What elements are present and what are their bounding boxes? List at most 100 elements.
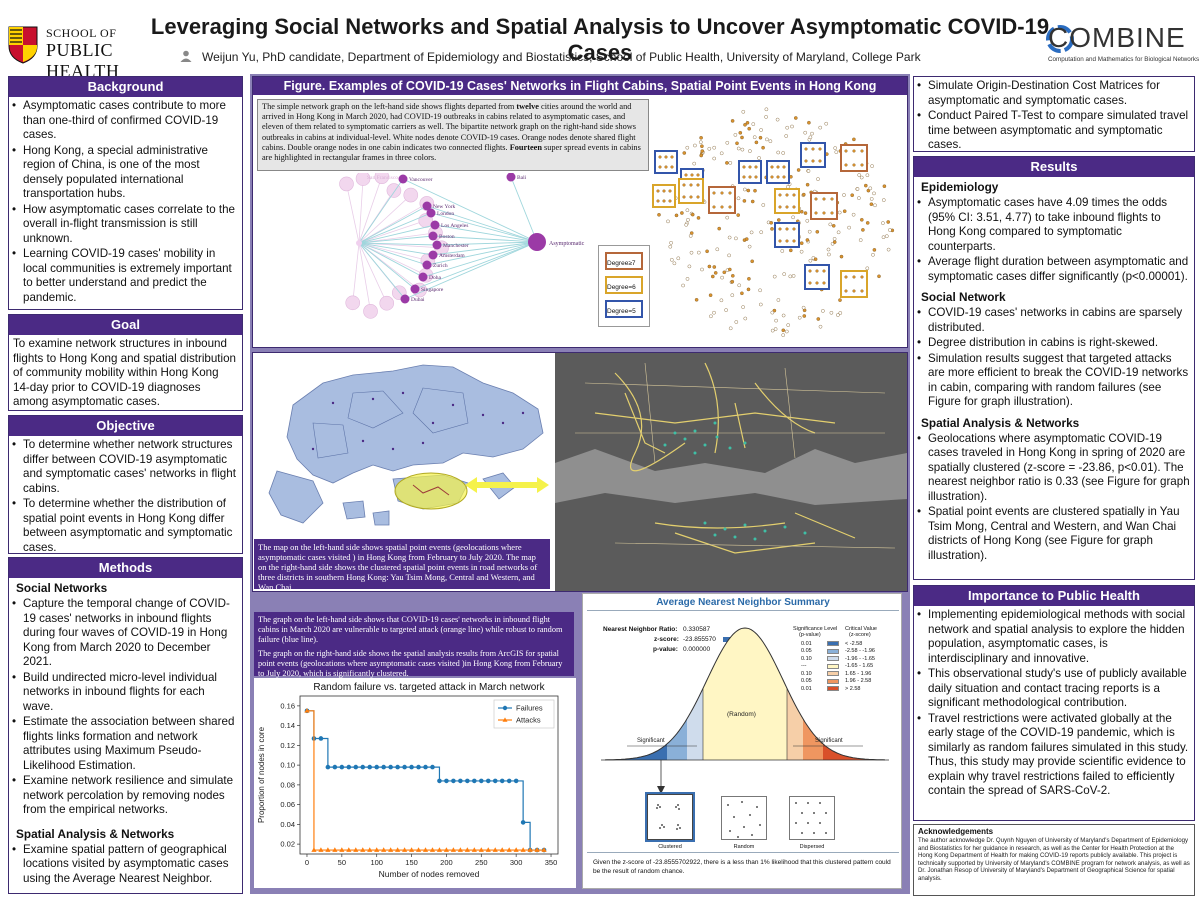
percolation-chart-panel: Random failure vs. targeted attack in Ma…	[254, 678, 576, 888]
bipartite-node	[725, 141, 730, 145]
bipartite-node	[839, 254, 844, 259]
cabin-node	[830, 197, 834, 201]
bipartite-node	[881, 221, 885, 225]
data-point-failures	[381, 764, 386, 770]
cabin-node	[776, 165, 780, 169]
bipartite-node	[731, 273, 735, 278]
network-node	[363, 304, 378, 319]
significant-left-label: Significant	[637, 738, 665, 744]
importance-heading: Importance to Public Health	[914, 586, 1194, 606]
bipartite-node	[826, 247, 831, 252]
bipartite-node	[776, 298, 781, 302]
bipartite-node	[712, 156, 716, 161]
super-spread-frame	[678, 178, 704, 204]
bipartite-node	[884, 234, 889, 238]
y-axis-label: Proportion of nodes in core	[257, 726, 266, 823]
cabin-node	[689, 195, 693, 199]
bipartite-node	[805, 182, 810, 187]
cabin-node	[852, 163, 856, 167]
data-point-attacks	[478, 847, 484, 852]
cabin-node	[696, 173, 700, 177]
ann-title: Average Nearest Neighbor Summary	[656, 597, 830, 608]
sig-row: 0.01< -2.58	[793, 640, 903, 648]
sig-row: 0.01> 2.58	[793, 685, 903, 693]
bipartite-node	[700, 267, 704, 272]
cabin-node	[754, 165, 758, 169]
bipartite-node	[685, 145, 690, 150]
cabin-node	[818, 147, 822, 151]
bipartite-node	[737, 283, 741, 288]
bipartite-node	[770, 328, 775, 333]
sig-row: ----1.65 - 1.65	[793, 663, 903, 671]
combine-ring-icon	[1046, 25, 1074, 53]
bipartite-node	[699, 140, 703, 145]
cabin-node	[776, 175, 780, 179]
city-label: Bali	[517, 175, 527, 181]
z-pointer-arrow	[657, 786, 665, 794]
methods-sub-social: Social Networks	[16, 581, 108, 595]
data-point-attacks	[415, 847, 422, 852]
methods-panel: Methods Social Networks Capture the temp…	[8, 557, 243, 894]
data-point-failures	[506, 778, 512, 784]
bipartite-node	[768, 139, 773, 144]
background-item: How asymptomatic cases correlate to the …	[12, 203, 238, 247]
cabin-node	[656, 189, 660, 193]
series-line-failures	[306, 710, 545, 851]
bipartite-node	[696, 216, 701, 220]
data-point-failures	[346, 764, 352, 770]
bipartite-node	[685, 277, 690, 281]
network-edge	[422, 241, 538, 278]
methods-continued-panel: Simulate Origin-Destination Cost Matrice…	[913, 76, 1195, 152]
bipartite-node	[750, 259, 754, 264]
sig-header: Significance Level	[793, 626, 838, 632]
bipartite-node	[740, 135, 744, 140]
data-point-failures	[318, 736, 324, 741]
cabin-node	[658, 165, 662, 169]
data-point-failures	[485, 778, 491, 784]
cabin-node	[728, 205, 732, 209]
data-point-attacks	[374, 847, 380, 852]
importance-item: Travel restrictions were activated globa…	[917, 712, 1190, 799]
y-tick-label: 0.14	[280, 721, 295, 730]
background-item: Learning COVID-19 cases' mobility in loc…	[12, 247, 238, 305]
cabin-node	[668, 189, 672, 193]
graph-caption: The graph on the left-hand side shows th…	[254, 612, 574, 678]
cabin-node	[792, 205, 796, 209]
bipartite-node	[751, 122, 756, 126]
poster-header: SCHOOL OF PUBLIC HEALTH Leveraging Socia…	[0, 0, 1200, 81]
bipartite-node	[882, 184, 887, 188]
cabin-node	[852, 149, 856, 153]
city-node	[430, 220, 440, 230]
bipartite-node	[746, 188, 751, 193]
bipartite-node	[713, 271, 718, 275]
data-point-failures	[423, 764, 428, 770]
network-edge	[358, 242, 428, 261]
bipartite-node	[870, 164, 874, 168]
bipartite-node	[736, 146, 741, 151]
hong-kong-map	[253, 353, 553, 539]
cabin-node	[814, 211, 818, 215]
data-point-failures	[444, 778, 449, 784]
bipartite-node	[784, 134, 788, 138]
sig-swatch	[827, 678, 839, 684]
network-edge	[358, 232, 436, 244]
x-tick-label: 100	[370, 858, 383, 867]
y-tick-label: 0.06	[280, 800, 295, 809]
degree-legend: Degree≥7 Degree=6 Degree=5	[598, 245, 650, 327]
bipartite-node	[834, 150, 839, 154]
data-point-attacks	[527, 847, 533, 852]
results-item: Geolocations where asymptomatic COVID-19…	[917, 432, 1190, 505]
data-point-failures	[430, 764, 435, 770]
y-tick-label: 0.02	[280, 840, 295, 849]
data-point-failures	[395, 764, 400, 770]
city-node	[428, 231, 438, 241]
network-edge	[404, 241, 538, 300]
results-item: Average flight duration between asymptom…	[917, 255, 1190, 284]
bipartite-node	[741, 109, 746, 114]
bipartite-network-graph	[652, 107, 895, 337]
background-panel: Background Asymptomatic cases contribute…	[8, 76, 243, 310]
bipartite-node	[852, 137, 856, 142]
cabin-node	[742, 165, 746, 169]
legend-label: Degree=6	[607, 284, 636, 291]
bipartite-node	[712, 265, 717, 269]
